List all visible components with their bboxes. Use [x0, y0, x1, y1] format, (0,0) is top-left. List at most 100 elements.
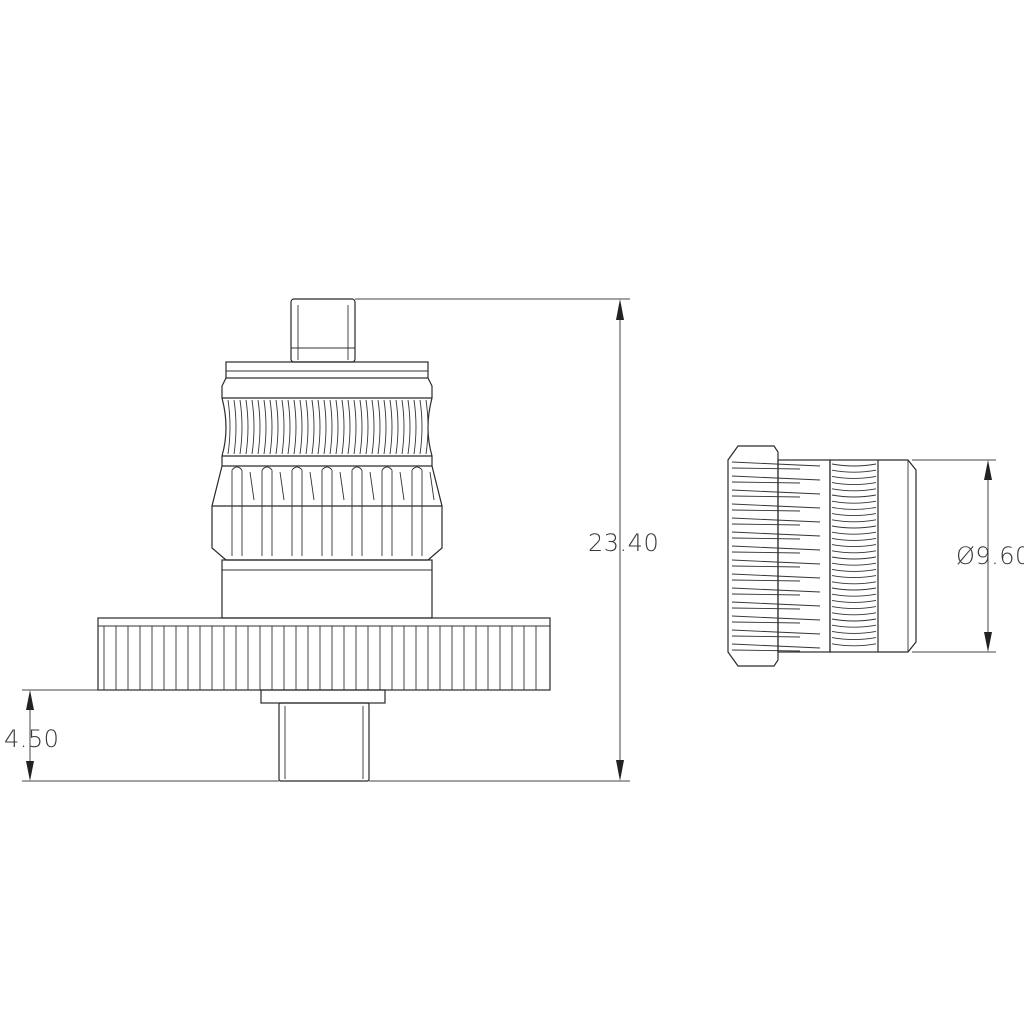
side-knurl-ridge: [831, 544, 877, 548]
knurl-ridge: [425, 399, 429, 455]
tooth-flank: [369, 471, 375, 501]
side-knurl-ridge: [831, 463, 877, 467]
side-fin: [731, 629, 821, 638]
dimension-shaft-length: 4.50: [4, 689, 279, 782]
side-knurl-ridge: [831, 531, 877, 535]
knurl-ridge: [353, 399, 357, 455]
side-fin: [731, 615, 821, 624]
side-knurl-ridge: [831, 630, 877, 634]
side-fin: [731, 587, 821, 596]
side-fin: [731, 475, 821, 484]
side-knurl-ridge: [831, 562, 877, 566]
dimension-total-height: 23.40: [355, 298, 659, 782]
side-knurl-ridge: [831, 618, 877, 622]
tooth-flank: [339, 471, 345, 501]
side-knurl-ridge: [831, 537, 877, 541]
knurl-ridge: [341, 399, 345, 455]
side-knurl-ridge: [831, 581, 877, 585]
front-tooth-section: [211, 465, 443, 561]
side-knurl-ridge: [831, 494, 877, 498]
side-knurl-ridge: [831, 599, 877, 603]
knurl-ridge: [365, 399, 369, 455]
side-knurl-ridge: [831, 550, 877, 554]
side-knurl-ridge: [831, 643, 877, 647]
side-knurl-ridge: [831, 575, 877, 579]
side-knurl-ridge: [831, 587, 877, 591]
knurl-ridge: [293, 399, 297, 455]
knurl-ridge: [251, 399, 255, 455]
knurl-ridge: [317, 399, 321, 455]
knurl-ridge: [263, 399, 267, 455]
knurl-ridge: [395, 399, 399, 455]
total-height-label: 23.40: [588, 529, 659, 557]
knurl-ridge: [245, 399, 249, 455]
knurl-ridge: [281, 399, 285, 455]
knurl-ridge: [389, 399, 393, 455]
dimension-diameter: Ø9.60: [912, 459, 1024, 653]
knurl-ridge: [371, 399, 375, 455]
front-view: [97, 298, 551, 782]
knurl-ridge: [413, 399, 417, 455]
knurl-ridge: [257, 399, 261, 455]
tooth-flank: [429, 471, 435, 501]
drive-tooth: [231, 466, 243, 556]
bottom-shaft: [260, 689, 386, 782]
side-knurl-ridge: [831, 506, 877, 510]
knurl-ridge: [269, 399, 273, 455]
tooth-flank: [309, 471, 315, 501]
side-knurling: [831, 463, 877, 647]
drive-tooth: [411, 466, 423, 556]
drive-tooth: [351, 466, 363, 556]
drive-tooth: [291, 466, 303, 556]
knurl-ridge: [233, 399, 237, 455]
hub: [221, 559, 433, 619]
tooth-flank: [249, 471, 255, 501]
front-teeth: [231, 466, 435, 556]
side-knurl-ridge: [831, 475, 877, 479]
side-knurl-ridge: [831, 612, 877, 616]
knurl-ridge: [287, 399, 291, 455]
drive-tooth: [381, 466, 393, 556]
side-knurl-ridge: [831, 568, 877, 572]
tooth-flank: [279, 471, 285, 501]
side-fin: [731, 503, 821, 512]
side-knurl-ridge: [831, 637, 877, 641]
tooth-flank: [399, 471, 405, 501]
side-fin: [731, 545, 821, 554]
drive-tooth: [261, 466, 273, 556]
knurl-ridge: [377, 399, 381, 455]
knurl-ridge: [227, 399, 231, 455]
side-fin: [731, 573, 821, 582]
side-knurl-ridge: [831, 606, 877, 610]
knurl-ridge: [275, 399, 279, 455]
spur-gear: [97, 617, 551, 691]
knurl-ridge: [383, 399, 387, 455]
front-knurling: [227, 399, 429, 455]
knurl-ridge: [335, 399, 339, 455]
knurl-ridge: [239, 399, 243, 455]
knurl-ridge: [347, 399, 351, 455]
side-fin: [731, 643, 821, 652]
side-knurl-ridge: [831, 593, 877, 597]
side-knurl-ridge: [831, 519, 877, 523]
side-knurl-ridge: [831, 513, 877, 517]
side-fin: [731, 601, 821, 610]
side-fin: [731, 559, 821, 568]
side-knurl-ridge: [831, 482, 877, 486]
knurl-ridge: [359, 399, 363, 455]
knurl-ridge: [419, 399, 423, 455]
knurl-ridge: [299, 399, 303, 455]
side-knurl-ridge: [831, 556, 877, 560]
drive-tooth: [321, 466, 333, 556]
spur-gear-teeth: [103, 626, 537, 690]
side-knurl-ridge: [831, 500, 877, 504]
side-knurl-ridge: [831, 488, 877, 492]
top-pin: [290, 298, 356, 363]
knurl-ridge: [329, 399, 333, 455]
drive-gear-body: [221, 361, 433, 466]
diameter-label: Ø9.60: [956, 542, 1024, 570]
side-knurl-ridge: [831, 469, 877, 473]
side-fin: [731, 461, 821, 470]
shaft-length-label: 4.50: [4, 725, 59, 753]
